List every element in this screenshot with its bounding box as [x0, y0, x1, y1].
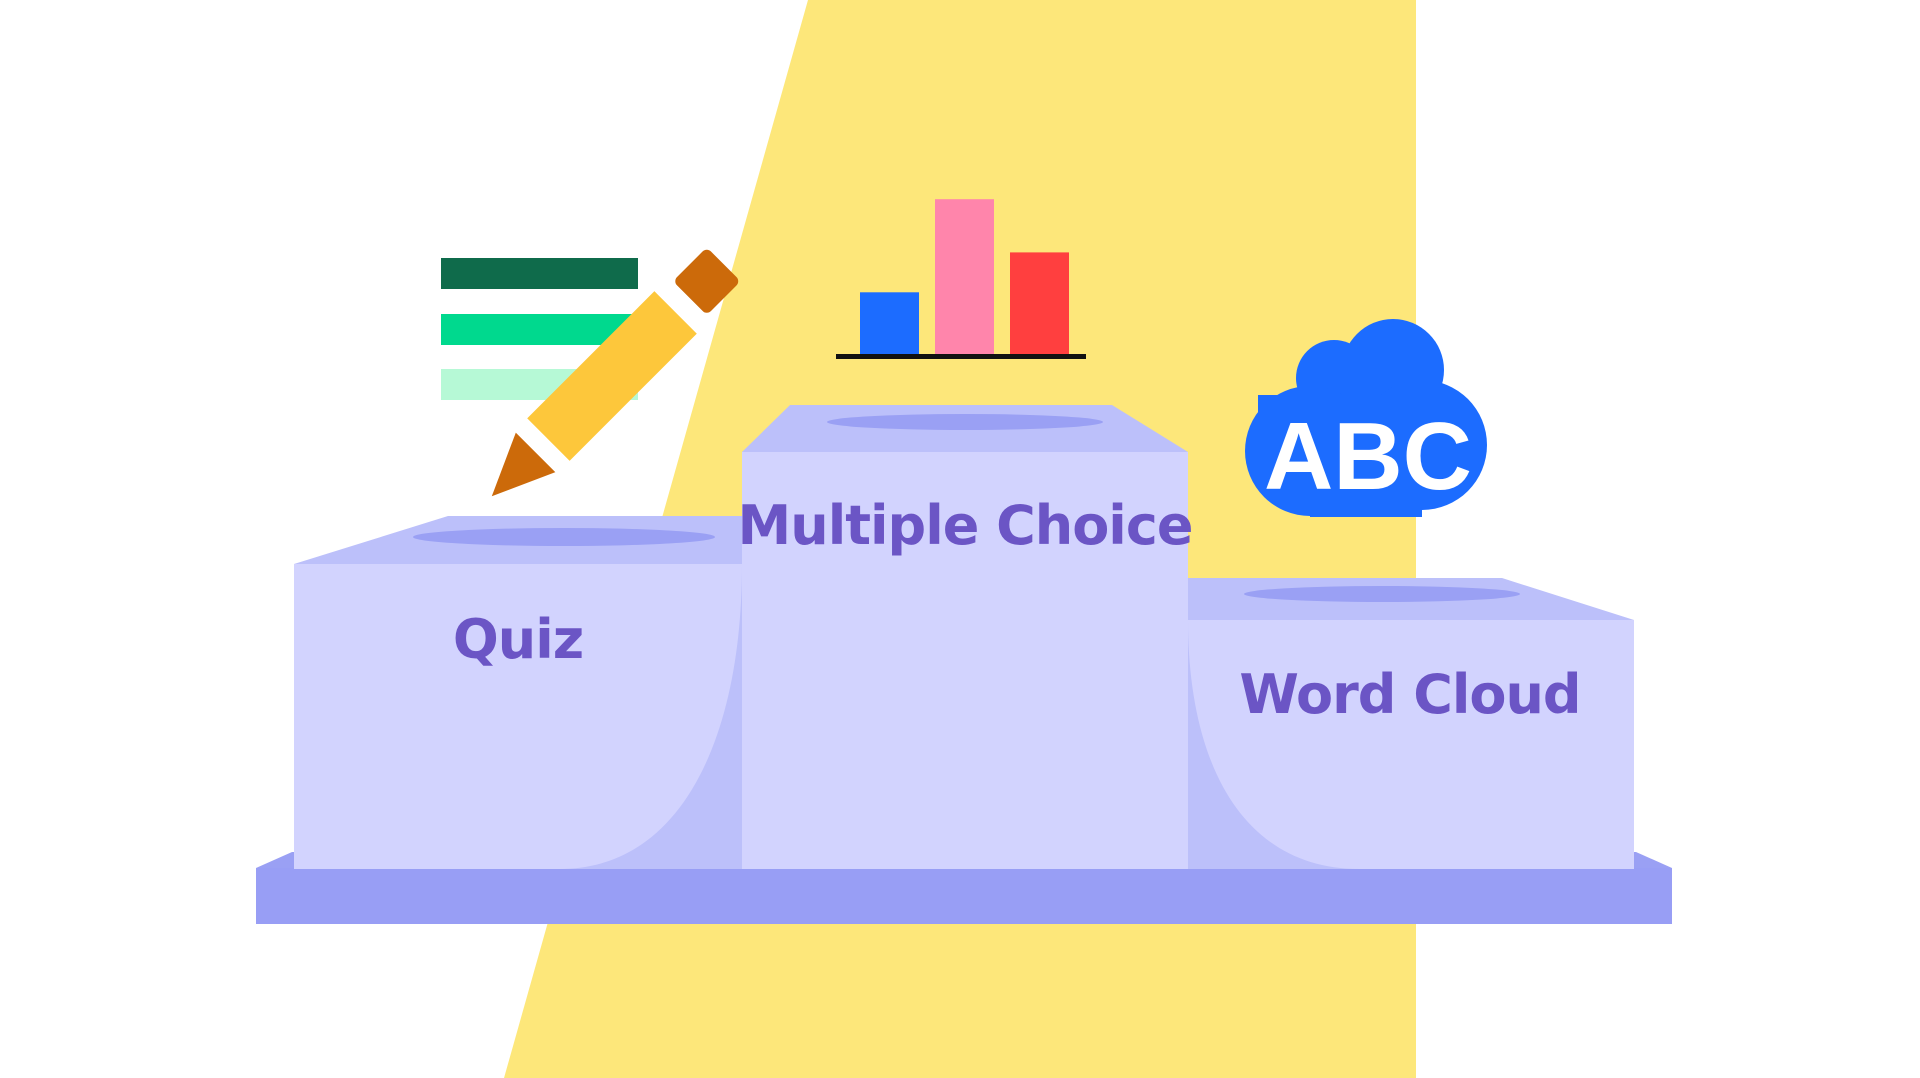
podium-center-dish — [827, 414, 1103, 430]
pencil-tip-gap — [514, 418, 570, 474]
podium-center-label: Multiple Choice — [738, 494, 1193, 557]
podium-right-face — [1188, 620, 1634, 869]
bar-chart-icon — [836, 199, 1086, 359]
pencil-band — [654, 277, 711, 334]
list-with-pencil-icon — [441, 249, 739, 497]
cloud-text: ABC — [1264, 403, 1472, 510]
podium-right-dish — [1244, 586, 1520, 602]
podium-left: Quiz — [294, 516, 742, 869]
list-line-green — [441, 314, 638, 345]
chart-bar-3 — [1010, 252, 1069, 355]
podium-right-label: Word Cloud — [1239, 663, 1580, 726]
pencil-eraser — [675, 249, 739, 313]
base-platform — [256, 868, 1672, 924]
pencil-icon — [491, 249, 739, 497]
chart-baseline — [836, 354, 1086, 359]
podium-center: Multiple Choice — [738, 405, 1193, 869]
list-line-dark — [441, 258, 638, 289]
word-cloud-icon: ABC — [1245, 319, 1487, 517]
pencil-tip — [491, 432, 556, 497]
pencil-body — [527, 291, 697, 461]
podium-center-face — [742, 452, 1188, 869]
podium-left-shadow — [560, 564, 742, 869]
podium-left-dish — [413, 528, 715, 546]
podium-stage: Quiz Word Cloud Multiple Choice — [256, 405, 1672, 924]
podium-left-label: Quiz — [453, 608, 583, 671]
chart-bar-2 — [935, 199, 994, 355]
podium-right-shadow — [1188, 620, 1360, 869]
chart-bar-1 — [860, 292, 919, 355]
podium-left-face — [294, 564, 742, 869]
podium-right: Word Cloud — [1188, 578, 1634, 869]
